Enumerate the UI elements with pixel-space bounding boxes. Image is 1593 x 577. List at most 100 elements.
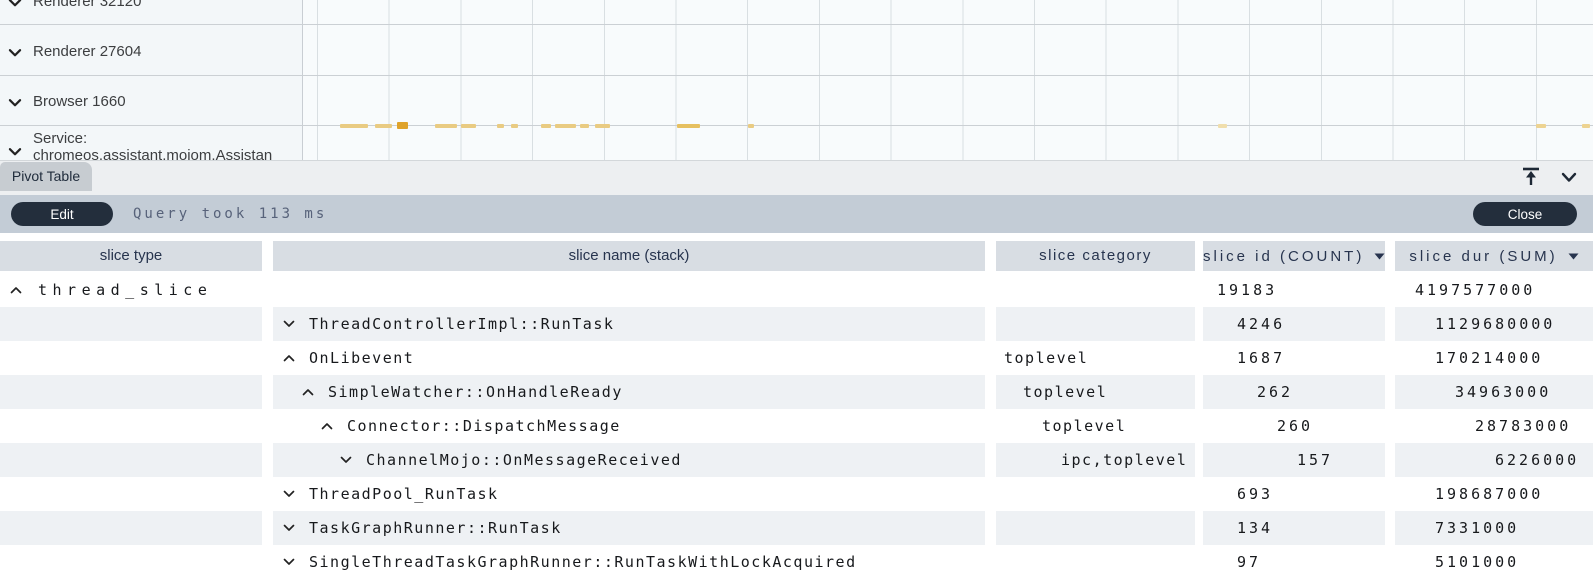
trace-slice[interactable]	[375, 124, 392, 128]
row-expander[interactable]	[319, 418, 335, 434]
slice-name-value: SimpleWatcher::OnHandleReady	[328, 375, 623, 409]
trace-slice[interactable]	[1582, 124, 1590, 128]
cell-slice-type	[0, 545, 262, 577]
row-expander[interactable]	[281, 316, 297, 332]
cell-slice-type	[0, 511, 262, 545]
chevron-up-icon[interactable]	[281, 350, 297, 366]
cell-slice-type	[0, 409, 262, 443]
cell-slice-category: toplevel	[996, 341, 1195, 375]
row-expander[interactable]	[281, 520, 297, 536]
chevron-down-icon[interactable]	[281, 554, 297, 570]
trace-slice[interactable]	[497, 124, 504, 128]
cell-slice-id: 97	[1203, 545, 1385, 577]
cell-slice-id: 260	[1203, 409, 1385, 443]
cell-slice-type	[0, 477, 262, 511]
cell-slice-category	[996, 477, 1195, 511]
chevron-down-icon[interactable]	[1557, 165, 1581, 189]
cell-slice-category	[996, 307, 1195, 341]
sort-desc-icon[interactable]	[1374, 241, 1385, 271]
cell-slice-type: thread_slice	[0, 273, 262, 307]
cell-slice-name: SingleThreadTaskGraphRunner::RunTaskWith…	[273, 545, 985, 577]
cell-slice-type	[0, 375, 262, 409]
slice-name-value: ChannelMojo::OnMessageReceived	[366, 443, 682, 477]
track-chevron[interactable]	[6, 143, 24, 160]
slice-name-value: SingleThreadTaskGraphRunner::RunTaskWith…	[309, 545, 857, 577]
header-slice-type: slice type	[0, 241, 262, 271]
row-expander[interactable]	[8, 282, 24, 298]
chevron-up-icon[interactable]	[300, 384, 316, 400]
cell-slice-category	[996, 273, 1195, 307]
track-separator	[0, 24, 1593, 25]
row-expander[interactable]	[300, 384, 316, 400]
chevron-down-icon[interactable]	[6, 94, 24, 112]
chevron-down-icon[interactable]	[281, 316, 297, 332]
slice-type-value: thread_slice	[38, 273, 212, 307]
chevron-down-icon[interactable]	[281, 520, 297, 536]
cell-slice-dur: 198687000	[1395, 477, 1593, 511]
header-slice-category: slice category	[996, 241, 1195, 271]
trace-slice[interactable]	[595, 124, 610, 128]
trace-slice[interactable]	[1536, 124, 1546, 128]
vertical-align-top-icon[interactable]	[1519, 165, 1543, 189]
cell-slice-name: SimpleWatcher::OnHandleReady	[273, 375, 985, 409]
cell-slice-dur: 6226000	[1395, 443, 1593, 477]
trace-slice[interactable]	[1218, 124, 1227, 128]
close-button[interactable]: Close	[1473, 202, 1577, 226]
edit-button[interactable]: Edit	[11, 202, 113, 226]
row-expander[interactable]	[281, 554, 297, 570]
header-slice-id-count[interactable]: slice id (COUNT)	[1203, 241, 1385, 271]
chevron-down-icon[interactable]	[6, 44, 24, 62]
table-header-row: slice type slice name (stack) slice cate…	[0, 241, 1593, 271]
cell-slice-name: ThreadControllerImpl::RunTask	[273, 307, 985, 341]
trace-slice[interactable]	[340, 124, 368, 128]
chevron-down-icon[interactable]	[338, 452, 354, 468]
slice-name-value: ThreadPool_RunTask	[309, 477, 499, 511]
header-label: slice name (stack)	[569, 247, 690, 264]
cell-slice-dur: 28783000	[1395, 409, 1593, 443]
trace-slice[interactable]	[748, 124, 754, 128]
cell-slice-name: Connector::DispatchMessage	[273, 409, 985, 443]
row-expander[interactable]	[338, 452, 354, 468]
cell-slice-category: toplevel	[996, 375, 1195, 409]
chevron-up-icon[interactable]	[8, 282, 24, 298]
query-status-text: Query took 113 ms	[133, 195, 327, 233]
chevron-up-icon[interactable]	[319, 418, 335, 434]
cell-slice-id: 4246	[1203, 307, 1385, 341]
sort-desc-icon[interactable]	[1568, 241, 1579, 271]
track-chevron[interactable]	[6, 94, 24, 117]
cell-slice-name	[273, 273, 985, 307]
timeline-section: Renderer 32120 Renderer 27604 Browser 16…	[0, 0, 1593, 160]
cell-slice-type	[0, 341, 262, 375]
track-label: Renderer 27604	[33, 43, 141, 60]
trace-slice[interactable]	[461, 124, 476, 128]
chevron-down-icon[interactable]	[281, 486, 297, 502]
chevron-down-icon[interactable]	[6, 143, 24, 160]
cell-slice-category: toplevel	[996, 409, 1195, 443]
cell-slice-category: ipc,toplevel	[996, 443, 1195, 477]
trace-slice[interactable]	[435, 124, 457, 128]
header-slice-dur-sum[interactable]: slice dur (SUM)	[1395, 241, 1593, 271]
chevron-down-icon[interactable]	[6, 0, 24, 12]
track-chevron[interactable]	[6, 44, 24, 67]
cell-slice-category	[996, 545, 1195, 577]
panel-tab-bar: Pivot Table	[0, 160, 1593, 195]
track-chevron[interactable]	[6, 0, 24, 17]
trace-slice[interactable]	[397, 122, 408, 129]
table-row: SimpleWatcher::OnHandleReadytoplevel2623…	[0, 375, 1593, 409]
slice-name-value: ThreadControllerImpl::RunTask	[309, 307, 614, 341]
tab-pivot-table[interactable]: Pivot Table	[0, 162, 92, 191]
cell-slice-dur: 4197577000	[1395, 273, 1593, 307]
pivot-table-panel: Pivot Table Edit Query took 113 ms Close…	[0, 160, 1593, 577]
track-label: Service:	[33, 130, 87, 147]
row-expander[interactable]	[281, 350, 297, 366]
table-row: ThreadPool_RunTask693198687000	[0, 477, 1593, 511]
trace-slice[interactable]	[541, 124, 551, 128]
header-label: slice category	[1039, 247, 1152, 264]
trace-slice[interactable]	[580, 124, 589, 128]
header-label: slice id (COUNT)	[1203, 248, 1364, 265]
trace-slice[interactable]	[677, 124, 700, 128]
trace-slice[interactable]	[555, 124, 576, 128]
row-expander[interactable]	[281, 486, 297, 502]
trace-slice[interactable]	[511, 124, 518, 128]
